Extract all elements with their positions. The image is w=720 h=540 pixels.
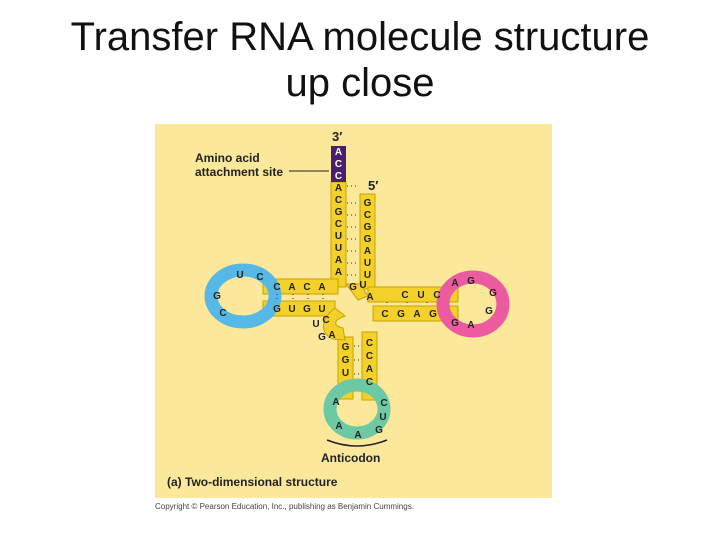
nucleotide-anticodon-loop-1: C [380, 398, 387, 409]
nucleotide-t-stem-bottom-3: G [429, 309, 437, 320]
trna-figure: 3′ 5′ Amino acid attachment site Anticod… [155, 124, 552, 498]
nucleotide-d-stem-top-2: C [303, 282, 310, 293]
nucleotide-acceptor-3-9: A [335, 255, 342, 266]
nucleotide-t-stem-bottom-2: A [413, 309, 420, 320]
nucleotide-acceptor-5-5: U [364, 258, 371, 269]
anticodon-loop [323, 378, 391, 440]
nucleotide-acceptor-5-1: C [364, 210, 371, 221]
title-line-2: up close [285, 61, 435, 105]
nucleotide-d-stem-top-3: A [318, 282, 325, 293]
amino-acid-label-line1: Amino acid [195, 151, 260, 165]
slide-title: Transfer RNA molecule structure up close [0, 14, 720, 106]
nucleotide-t-loop-1: G [467, 276, 475, 287]
nucleotide-d-stem-bottom-2: G [303, 304, 311, 315]
junction-band [345, 283, 369, 301]
nucleotide-anticodon-stem-left-0: G [342, 342, 350, 353]
nucleotide-junction-1: U [359, 280, 366, 291]
nucleotide-variable-3: A [328, 330, 335, 341]
backbone [262, 181, 459, 401]
nucleotide-anticodon-loop-4: A [335, 421, 342, 432]
d-loop [204, 263, 282, 329]
nucleotide-t-stem-top-0: C [401, 290, 408, 301]
nucleotide-acceptor-3-10: A [335, 267, 342, 278]
nucleotide-acceptor-3-5: G [335, 207, 343, 218]
nucleotide-anticodon-loop-0: A [332, 397, 339, 408]
t-stem-top-band [367, 286, 459, 303]
nucleotide-t-loop-3: G [485, 306, 493, 317]
anticodon-bracket [326, 439, 388, 447]
t-stem-bottom-band [372, 305, 459, 322]
stem-pair-dots [276, 294, 428, 375]
nucleotide-d-loop-3: C [219, 308, 226, 319]
nucleotide-acceptor-3-1: C [335, 159, 342, 170]
label-5-prime: 5′ [368, 178, 378, 193]
nucleotide-anticodon-stem-left-2: U [342, 368, 349, 379]
nucleotide-t-stem-top-2: C [433, 290, 440, 301]
nucleotide-d-stem-top-0: C [273, 282, 280, 293]
figure-caption: (a) Two-dimensional structure [167, 475, 338, 489]
nucleotide-d-loop-1: C [256, 272, 263, 283]
nucleotide-t-loop-2: G [489, 288, 497, 299]
nucleotide-acceptor-5-2: G [364, 222, 372, 233]
nucleotide-variable-1: C [322, 315, 329, 326]
nucleotide-d-stem-bottom-3: U [318, 304, 325, 315]
nucleotide-acceptor-5-4: A [364, 246, 371, 257]
amino-acid-label-line2: attachment site [195, 165, 283, 179]
anticodon-label: Anticodon [321, 451, 380, 465]
trna-diagram: 3′ 5′ Amino acid attachment site Anticod… [155, 124, 552, 498]
nucleotide-anticodon-loop-2: U [379, 412, 386, 423]
nucleotide-anticodon-stem-left-1: G [342, 355, 350, 366]
nucleotide-acceptor-5-6: U [364, 270, 371, 281]
t-loop [436, 270, 510, 338]
amino-acid-tail [331, 146, 346, 182]
d-stem-top-band [262, 278, 339, 295]
nucleotide-acceptor-3-7: U [335, 231, 342, 242]
nucleotide-t-loop-5: G [451, 318, 459, 329]
variable-region-band [323, 307, 347, 341]
title-line-1: Transfer RNA molecule structure [70, 15, 650, 59]
nucleotide-anticodon-stem-right-0: C [366, 338, 373, 349]
nucleotide-d-stem-top-1: A [288, 282, 295, 293]
nucleotide-d-loop-2: G [213, 291, 221, 302]
nucleotide-acceptor-5-0: G [364, 198, 372, 209]
nucleotide-junction-2: A [366, 292, 373, 303]
nucleotide-t-loop-4: A [467, 320, 474, 331]
nucleotide-d-stem-bottom-0: G [273, 304, 281, 315]
nucleotide-acceptor-3-0: A [335, 147, 342, 158]
nucleotide-anticodon-loop-3: G [375, 425, 383, 436]
nucleotide-anticodon-loop-5: A [354, 430, 361, 441]
nucleotide-t-loop-0: A [451, 278, 458, 289]
nucleotide-anticodon-stem-right-3: C [366, 377, 373, 388]
nucleotide-junction-0: G [349, 282, 357, 293]
nucleotide-acceptor-3-8: U [335, 243, 342, 254]
nucleotide-acceptor-5-3: G [364, 234, 372, 245]
nucleotide-d-loop-0: U [236, 270, 243, 281]
label-3-prime: 3′ [332, 129, 342, 144]
nucleotide-acceptor-3-2: C [335, 171, 342, 182]
nucleotide-t-stem-bottom-0: C [381, 309, 388, 320]
nucleotide-acceptor-3-6: C [335, 219, 342, 230]
nucleotide-anticodon-stem-right-2: A [366, 364, 373, 375]
nucleotide-variable-0: U [312, 319, 319, 330]
nucleotide-anticodon-stem-right-1: C [366, 351, 373, 362]
nucleotide-acceptor-3-3: A [335, 183, 342, 194]
copyright-notice: Copyright © Pearson Education, Inc., pub… [155, 502, 414, 511]
nucleotide-variable-2: G [318, 332, 326, 343]
nucleotide-acceptor-3-4: C [335, 195, 342, 206]
nucleotide-d-stem-bottom-1: U [288, 304, 295, 315]
nucleotide-t-stem-bottom-1: G [397, 309, 405, 320]
nucleotide-t-stem-top-1: U [417, 290, 424, 301]
